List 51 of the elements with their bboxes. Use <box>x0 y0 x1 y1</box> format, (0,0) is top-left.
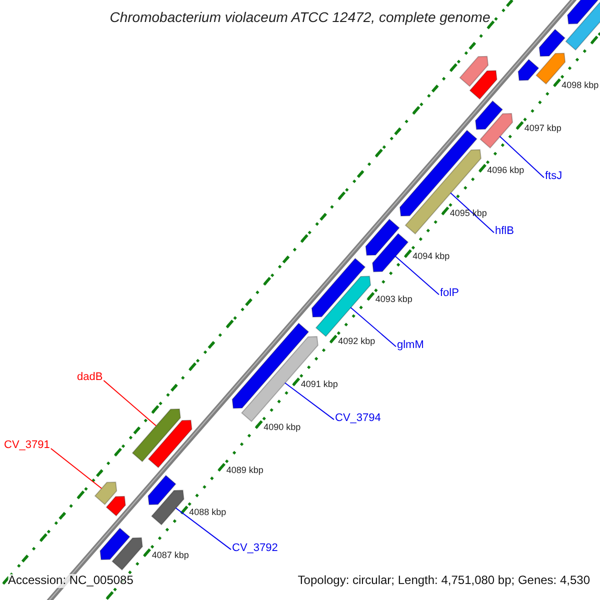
gene-segment <box>150 490 184 526</box>
gene-label: ftsJ <box>545 170 562 183</box>
gene-segment <box>518 58 540 81</box>
leader-line <box>284 382 334 420</box>
gene-segment <box>459 56 489 87</box>
scale-label: 4098 kbp <box>562 80 599 90</box>
scale-label: 4091 kbp <box>300 379 338 390</box>
gene-segment <box>94 482 118 506</box>
gene-segment <box>315 276 372 338</box>
gene-segment <box>132 408 181 462</box>
gene-label: CV_3792 <box>232 542 278 555</box>
gene-label: glmM <box>397 339 424 352</box>
title: Chromobacterium violaceum ATCC 12472, complete genome <box>108 9 492 26</box>
scale-label: 4090 kbp <box>264 422 301 432</box>
leader-line <box>450 192 494 234</box>
leader-line <box>499 136 544 178</box>
gene-segment <box>311 258 366 318</box>
scale-label: 4095 kbp <box>450 208 487 219</box>
gene-label: dadB <box>77 371 103 384</box>
gene-label: hflB <box>495 225 514 238</box>
gene-segment <box>480 113 514 149</box>
scale-label: 4093 kbp <box>375 294 412 304</box>
gene-segment <box>538 28 566 57</box>
gene-segment <box>148 420 192 468</box>
gene-segment <box>475 100 504 130</box>
gene-segment <box>567 0 600 24</box>
leader-line <box>103 380 157 426</box>
gene-segment <box>365 218 400 256</box>
gene-label: CV_3794 <box>335 412 381 425</box>
gene-segment <box>241 336 318 422</box>
scale-label: 4097 kbp <box>524 122 562 134</box>
gene-segment <box>100 528 130 560</box>
scale-label: 4089 kbp <box>226 464 264 476</box>
gene-segment <box>372 232 409 272</box>
gene-segment <box>469 70 498 100</box>
gene-label: folP <box>440 287 459 300</box>
leader-line <box>50 448 102 489</box>
scale-label: 4092 kbp <box>338 336 376 347</box>
leader-line <box>394 256 440 296</box>
gene-segment <box>565 0 600 51</box>
gene-label: CV_3791 <box>4 439 50 452</box>
gene-segment <box>148 474 176 506</box>
gene-segment <box>106 496 126 516</box>
scale-label: 4088 kbp <box>189 507 226 518</box>
gene-segment <box>112 537 143 571</box>
accession-text: Accession: NC_005085 <box>8 574 134 588</box>
scale-label: 4087 kbp <box>152 550 189 561</box>
scale-label: 4094 kbp <box>412 250 450 262</box>
scale-label: 4096 kbp <box>487 165 524 176</box>
genome-info-text: Topology: circular; Length: 4,751,080 bp; Genes: 4,530 <box>298 574 590 588</box>
leader-line <box>350 307 396 348</box>
